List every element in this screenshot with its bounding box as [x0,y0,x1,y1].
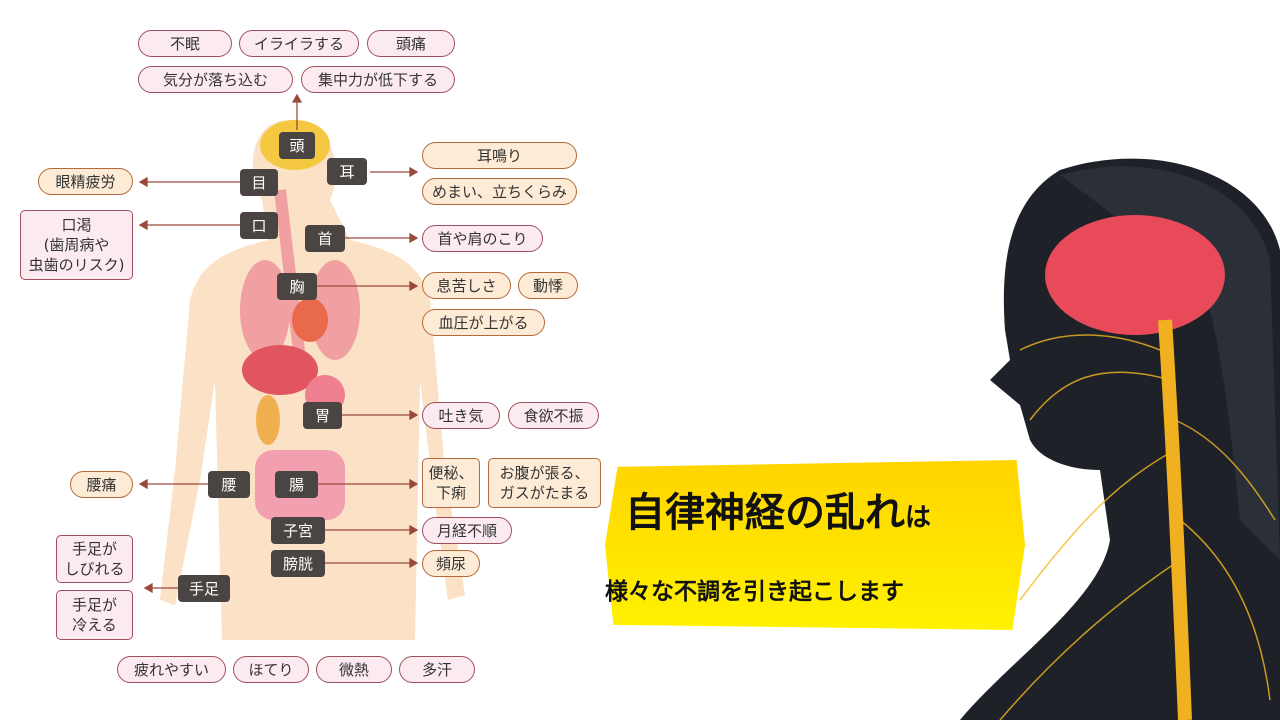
symptom-numbness: 手足が しびれる [56,535,133,583]
organ-limbs: 手足 [178,575,230,602]
symptom-sweating: 多汗 [399,656,475,683]
symptom-irregular-period: 月経不順 [422,517,512,544]
symptom-irritability: イライラする [239,30,359,57]
symptom-dry-mouth: 口渇 (歯周病や 虫歯のリスク) [20,210,133,280]
headline-subtitle: 様々な不調を引き起こします [605,579,904,605]
symptom-constipation: 便秘、 下痢 [422,458,480,508]
body-figure [160,120,465,640]
heart-icon [292,298,328,342]
symptom-cold-limbs: 手足が 冷える [56,590,133,640]
symptom-insomnia: 不眠 [138,30,232,57]
symptom-low-fever: 微熱 [316,656,392,683]
organ-eye: 目 [240,169,278,196]
symptom-hot-flash: ほてり [233,656,309,683]
organ-chest: 胸 [277,273,317,300]
symptom-breathless: 息苦しさ [422,272,511,299]
woman-nervous-system-illustration [960,158,1280,720]
brain-icon [1045,215,1225,335]
organ-mouth: 口 [240,212,278,239]
symptom-blood-pressure: 血圧が上がる [422,309,545,336]
symptom-palpitations: 動悸 [518,272,578,299]
organ-ear: 耳 [327,158,367,185]
symptom-fatigue: 疲れやすい [117,656,226,683]
connector-arrows [138,93,419,594]
symptom-eye-strain: 眼精疲労 [38,168,133,195]
headline-particle: は [905,503,932,533]
symptom-depression: 気分が落ち込む [138,66,293,93]
symptom-concentration: 集中力が低下する [301,66,455,93]
symptom-headache: 頭痛 [367,30,455,57]
symptom-tinnitus: 耳鳴り [422,142,577,169]
organ-neck: 首 [305,225,345,252]
symptom-nausea: 吐き気 [422,402,500,429]
headline-banner [605,460,1025,630]
liver-icon [242,345,318,395]
headline-title: 自律神経の乱れは [625,480,931,538]
organ-uterus: 子宮 [271,517,325,544]
symptom-appetite-loss: 食欲不振 [508,402,599,429]
organ-intestine: 腸 [275,471,318,498]
symptom-back-pain: 腰痛 [70,471,133,498]
symptom-bloating: お腹が張る、 ガスがたまる [488,458,601,508]
organ-head: 頭 [279,132,315,159]
organ-stomach: 胃 [303,402,342,429]
organ-waist: 腰 [208,471,250,498]
organ-bladder: 膀胱 [271,550,325,577]
symptom-dizziness: めまい、立ちくらみ [422,178,577,205]
headline-main: 自律神経の乱れ [625,490,905,536]
spinal-cord [1158,319,1192,720]
symptom-stiff-shoulders: 首や肩のこり [422,225,543,252]
symptom-frequent-urination: 頻尿 [422,550,480,577]
